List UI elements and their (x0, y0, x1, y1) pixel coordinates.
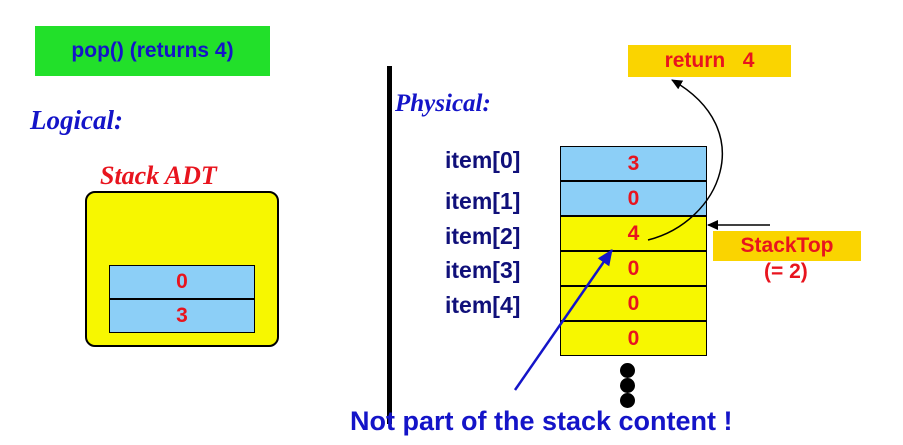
continuation-dot-3 (620, 393, 635, 408)
adt-cell-top: 0 (109, 265, 255, 299)
stack-top-label: StackTop (713, 231, 861, 261)
return-value-label: return 4 (628, 45, 791, 77)
physical-heading: Physical: (395, 90, 491, 117)
view-divider (387, 66, 392, 424)
logical-heading: Logical: (30, 105, 123, 135)
slot-label-item2: item[2] (445, 222, 521, 249)
array-slot-2: 4 (560, 216, 707, 251)
slot-label-item0: item[0] (445, 146, 521, 173)
operation-label: pop() (returns 4) (35, 26, 270, 76)
return-arrow (647, 79, 724, 241)
array-slot-1: 0 (560, 181, 707, 216)
array-slot-0: 3 (560, 146, 707, 181)
continuation-dot-2 (620, 378, 635, 393)
adt-cell-bottom: 3 (109, 299, 255, 333)
stack-top-value: (= 2) (764, 260, 808, 283)
note-text: Not part of the stack content ! (350, 406, 733, 436)
continuation-dot-1 (620, 363, 635, 378)
stack-adt-title: Stack ADT (100, 161, 217, 190)
slot-label-item1: item[1] (445, 187, 521, 214)
slot-label-item3: item[3] (445, 256, 521, 283)
note-arrow (513, 249, 614, 391)
array-slot-5: 0 (560, 321, 707, 356)
slot-label-item4: item[4] (445, 291, 521, 318)
array-slot-3: 0 (560, 251, 707, 286)
